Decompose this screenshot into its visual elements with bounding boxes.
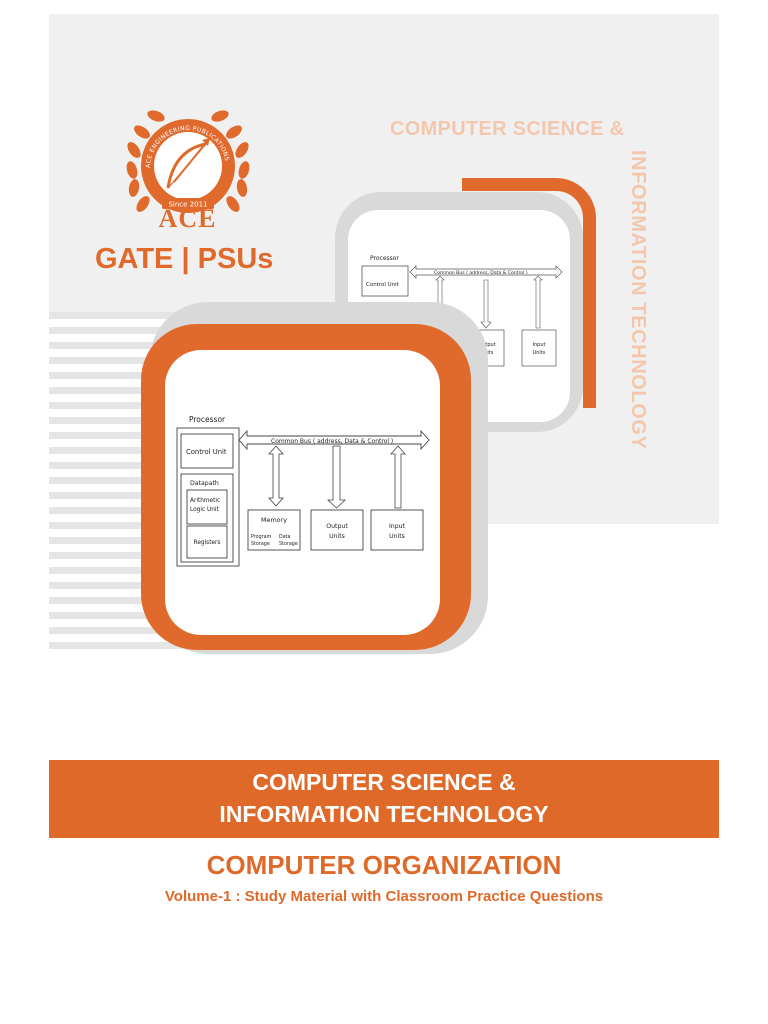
registers-label: Registers <box>194 540 221 546</box>
output-units-1: Output <box>326 523 348 530</box>
side-title-line1: COMPUTER SCIENCE & <box>390 118 625 140</box>
book-title: COMPUTER ORGANIZATION <box>206 850 562 880</box>
alu-label-1: Arithmetic <box>190 498 220 504</box>
control-unit-label: Control Unit <box>186 448 227 456</box>
back-input-2: Units <box>533 350 546 356</box>
input-units-1: Input <box>389 523 406 530</box>
logo-since: Since 2011 <box>168 201 207 209</box>
back-control-unit: Control Unit <box>366 282 400 288</box>
program-storage-1: Program <box>251 534 272 540</box>
common-bus-label: Common Bus ( address, Data & Control ) <box>271 438 393 445</box>
band-line1: COMPUTER SCIENCE & <box>252 769 516 795</box>
logo-brand: ACE <box>158 204 217 233</box>
back-input-1: Input <box>533 342 546 348</box>
laurel-wreath-icon: ACE ENGINEERING PUBLICATIONS Since 2011 <box>126 110 250 213</box>
program-storage-2: Storage <box>251 541 270 547</box>
back-frame-accent <box>462 178 596 408</box>
subject-band: COMPUTER SCIENCE & INFORMATION TECHNOLOG… <box>49 760 719 838</box>
datapath-label: Datapath <box>190 480 219 487</box>
front-diagram-panel: Processor Control Unit Datapath Arithmet… <box>165 350 440 635</box>
side-title-line2: INFORMATION TECHNOLOGY <box>627 150 649 450</box>
back-bus-label: Common Bus ( address, Data & Control ) <box>434 270 528 276</box>
computer-organization-diagram: Processor Control Unit Datapath Arithmet… <box>176 415 430 567</box>
data-storage-1: Data <box>279 534 291 540</box>
logo-tagline: GATE | PSUs <box>95 243 274 275</box>
output-units-2: Units <box>329 533 345 540</box>
memory-label: Memory <box>261 516 287 524</box>
input-units-2: Units <box>389 533 405 540</box>
band-line2: INFORMATION TECHNOLOGY <box>219 801 549 827</box>
back-output-1: Output <box>478 342 495 348</box>
alu-label-2: Logic Unit <box>190 507 220 513</box>
ace-logo-emblem: ACE ENGINEERING PUBLICATIONS Since 2011 <box>118 98 258 238</box>
data-storage-2: Storage <box>279 541 298 547</box>
processor-label: Processor <box>189 415 226 424</box>
back-processor-label: Processor <box>370 255 399 262</box>
book-subtitle: Volume-1 : Study Material with Classroom… <box>164 888 604 905</box>
